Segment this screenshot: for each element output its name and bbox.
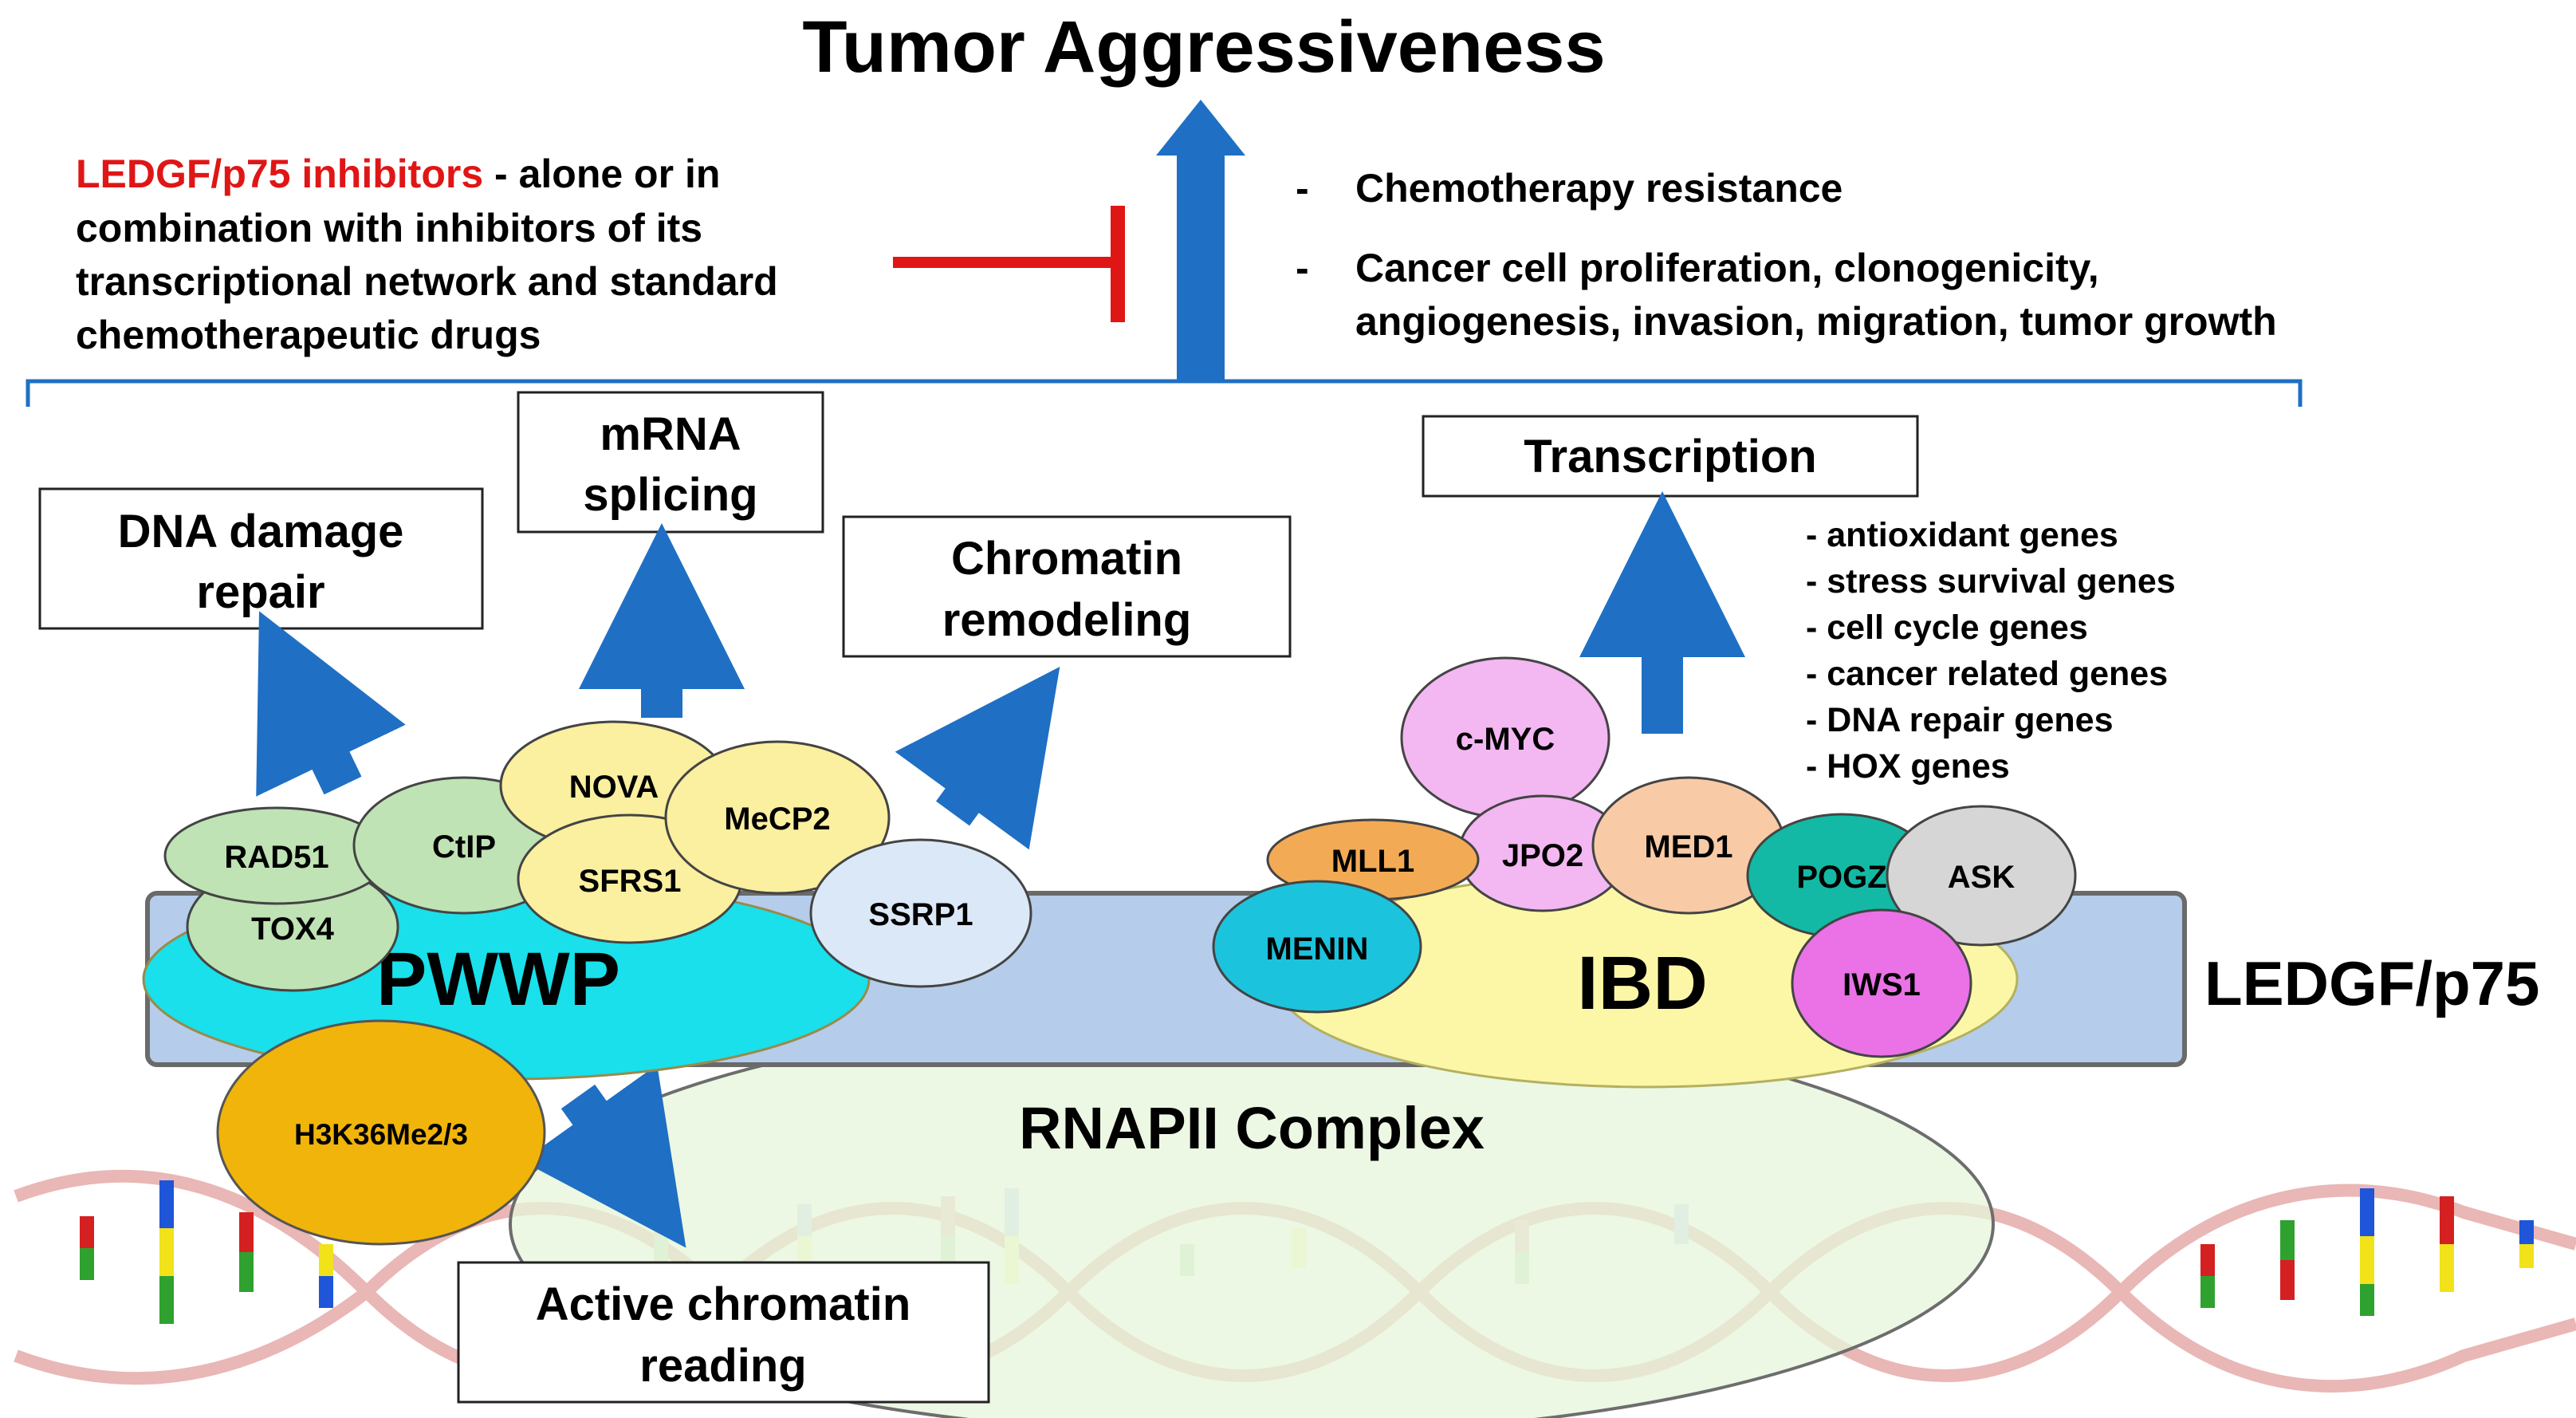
mrna-splicing-box: mRNA splicing (517, 391, 824, 534)
outcome-dash-2: - (1296, 246, 1309, 290)
bracket-line (26, 379, 2303, 407)
dna-damage-repair-line-1: DNA damage (118, 506, 404, 557)
inhibitor-line-3: transcriptional network and standard (76, 259, 778, 304)
pogz-label: POGZ (1796, 860, 1886, 895)
arrow-to-active-chromatin (521, 1064, 686, 1248)
pwwp-proteins: TOX4 RAD51 CtIP NOVA SFRS1 MeCP2 SSRP1 (163, 720, 1032, 992)
iws1-protein (1791, 908, 1972, 1058)
ask-protein (1886, 805, 2077, 947)
mecp2-label: MeCP2 (724, 802, 830, 837)
chromatin-remodeling-box: Chromatin remodeling (842, 515, 1292, 658)
arrow-to-dna-repair (256, 611, 406, 797)
cmyc-label: c-MYC (1456, 722, 1555, 757)
page-title: Tumor Aggressiveness (802, 6, 1605, 88)
inhibitor-line-1: LEDGF/p75 inhibitors - alone or in (76, 152, 720, 196)
outcome-proliferation-line-2: angiogenesis, invasion, migration, tumor… (1355, 299, 2277, 344)
ssrp1-protein (809, 838, 1032, 988)
nova-label: NOVA (569, 770, 659, 805)
active-chromatin-line-2: reading (639, 1340, 807, 1392)
inhibitor-highlight: LEDGF/p75 inhibitors (76, 152, 483, 196)
med1-label: MED1 (1644, 829, 1732, 865)
arrow-to-chromatin-remodeling (895, 667, 1060, 850)
iws1-label: IWS1 (1843, 967, 1921, 1002)
ibd-proteins: c-MYC JPO2 MED1 MLL1 MENIN POGZ ASK IWS1 (1212, 656, 2077, 1058)
outcome-chemo-resistance: Chemotherapy resistance (1355, 166, 1843, 211)
tox4-label: TOX4 (251, 912, 335, 947)
transcription-box: Transcription (1422, 415, 1919, 498)
chromatin-remodeling-line-1: Chromatin (951, 533, 1182, 585)
pwwp-label: PWWP (376, 937, 620, 1022)
rnapii-label: RNAPII Complex (1019, 1095, 1485, 1161)
menin-protein (1212, 880, 1422, 1014)
outcome-proliferation-line-1: Cancer cell proliferation, clonogenicity… (1355, 246, 2099, 290)
jpo2-label: JPO2 (1502, 838, 1583, 873)
menin-label: MENIN (1266, 932, 1369, 967)
gene-list-item: - cell cycle genes (1806, 609, 2088, 647)
inhibitor-line-1-rest: - alone or in (483, 152, 720, 196)
inhibitor-line-4: chemotherapeutic drugs (76, 313, 541, 357)
mecp2-protein (664, 740, 891, 895)
outcome-dash-1: - (1296, 166, 1309, 211)
rad51-label: RAD51 (224, 840, 328, 875)
ask-label: ASK (1948, 860, 2016, 895)
mll1-label: MLL1 (1331, 844, 1414, 879)
gene-list: - antioxidant genes - stress survival ge… (1806, 516, 2176, 786)
h3k36-label: H3K36Me2/3 (294, 1118, 468, 1151)
gene-list-item: - DNA repair genes (1806, 701, 2114, 739)
ledgf-label: LEDGF/p75 (2204, 948, 2539, 1018)
function-arrows (256, 491, 1745, 1248)
dna-damage-repair-line-2: repair (196, 566, 324, 618)
gene-list-item: - HOX genes (1806, 747, 2010, 786)
inhibition-symbol (893, 206, 1125, 322)
mrna-splicing-line-2: splicing (583, 469, 757, 521)
chromatin-remodeling-line-2: remodeling (942, 594, 1192, 646)
ibd-label: IBD (1577, 941, 1708, 1026)
ssrp1-label: SSRP1 (868, 897, 973, 932)
active-chromatin-reading-box: Active chromatin reading (457, 1261, 990, 1404)
dna-damage-repair-box: DNA damage repair (38, 487, 484, 630)
gene-list-item: - antioxidant genes (1806, 516, 2118, 554)
inhibitor-line-2: combination with inhibitors of its (76, 206, 702, 250)
main-up-arrow (1156, 100, 1245, 383)
sfrs1-label: SFRS1 (579, 864, 682, 899)
h3k36-protein (216, 1019, 546, 1246)
ctip-label: CtIP (432, 829, 496, 865)
gene-list-item: - stress survival genes (1806, 562, 2176, 601)
mrna-splicing-line-1: mRNA (600, 408, 741, 460)
transcription-label: Transcription (1524, 431, 1816, 483)
active-chromatin-line-1: Active chromatin (536, 1278, 911, 1330)
gene-list-item: - cancer related genes (1806, 655, 2168, 693)
